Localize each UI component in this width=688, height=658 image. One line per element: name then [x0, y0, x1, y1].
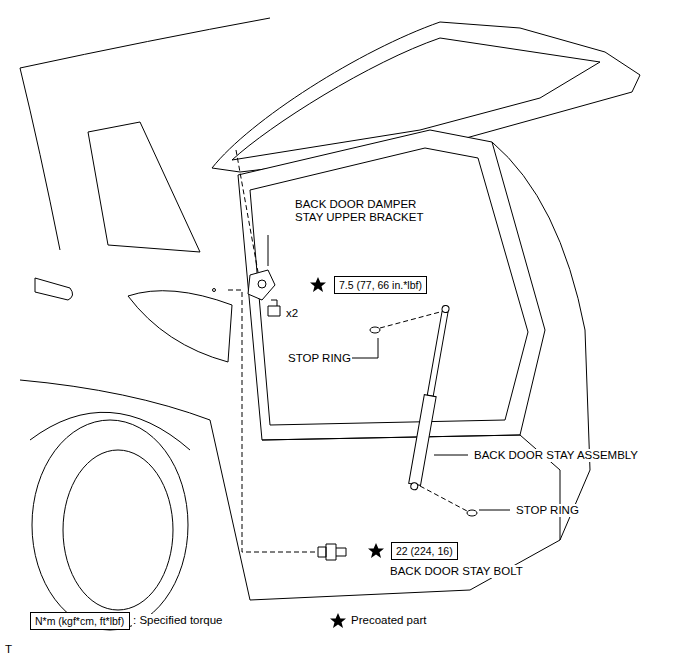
- dashed-line: [420, 486, 467, 511]
- wheel: [32, 420, 188, 630]
- door-handle: [35, 278, 73, 300]
- torque-box: N*m (kgf*cm, ft*lbf): [30, 612, 130, 630]
- leader-line: [352, 338, 378, 358]
- stop-ring: [370, 327, 380, 333]
- leader-line: [434, 455, 468, 456]
- wheel-arch: [30, 412, 190, 450]
- legend-star: [330, 613, 346, 628]
- bolt-icon: [268, 300, 280, 316]
- stop-ring: [467, 510, 477, 516]
- torque-value: 7.5 (77, 66 in.*lbf): [339, 279, 422, 291]
- body-line: [20, 68, 60, 250]
- legend-text: : Specified torque: [132, 614, 224, 627]
- tail-light: [128, 291, 232, 362]
- bracket-hole: [258, 280, 266, 288]
- legend-text: Precoated part: [350, 614, 427, 627]
- upper-bracket: [248, 270, 275, 300]
- part-name: STOP RING: [515, 504, 580, 517]
- dashed-line: [228, 290, 316, 552]
- opening-inner: [250, 148, 528, 425]
- part-name: BACK DOOR STAY BOLT: [389, 565, 524, 578]
- stay-bolt: [318, 544, 346, 560]
- stay-assembly: [408, 305, 452, 491]
- torque-box: 7.5 (77, 66 in.*lbf): [334, 276, 427, 294]
- body-side-right: [492, 142, 590, 540]
- torque-value: 22 (224, 16): [396, 545, 453, 557]
- part-name: x2: [285, 307, 299, 320]
- side-window: [88, 122, 200, 252]
- leader-line: [268, 235, 269, 266]
- page-mark: T: [4, 643, 13, 656]
- precoat-star: [368, 543, 384, 558]
- torque-box: 22 (224, 16): [391, 542, 458, 560]
- leader-line: [479, 510, 510, 511]
- precoat-star: [310, 277, 326, 292]
- roof-line: [20, 18, 270, 68]
- dashed-line: [236, 150, 258, 272]
- dashed-line: [380, 312, 440, 328]
- torque-value: N*m (kgf*cm, ft*lbf): [35, 615, 125, 627]
- part-name: BACK DOOR STAY ASSEMBLY: [473, 449, 639, 462]
- mount-point: [213, 289, 216, 292]
- wheel-rim: [63, 450, 173, 610]
- part-name: BACK DOOR DAMPER STAY UPPER BRACKET: [294, 198, 446, 224]
- rear-opening: [238, 130, 545, 440]
- part-name: STOP RING: [287, 352, 352, 365]
